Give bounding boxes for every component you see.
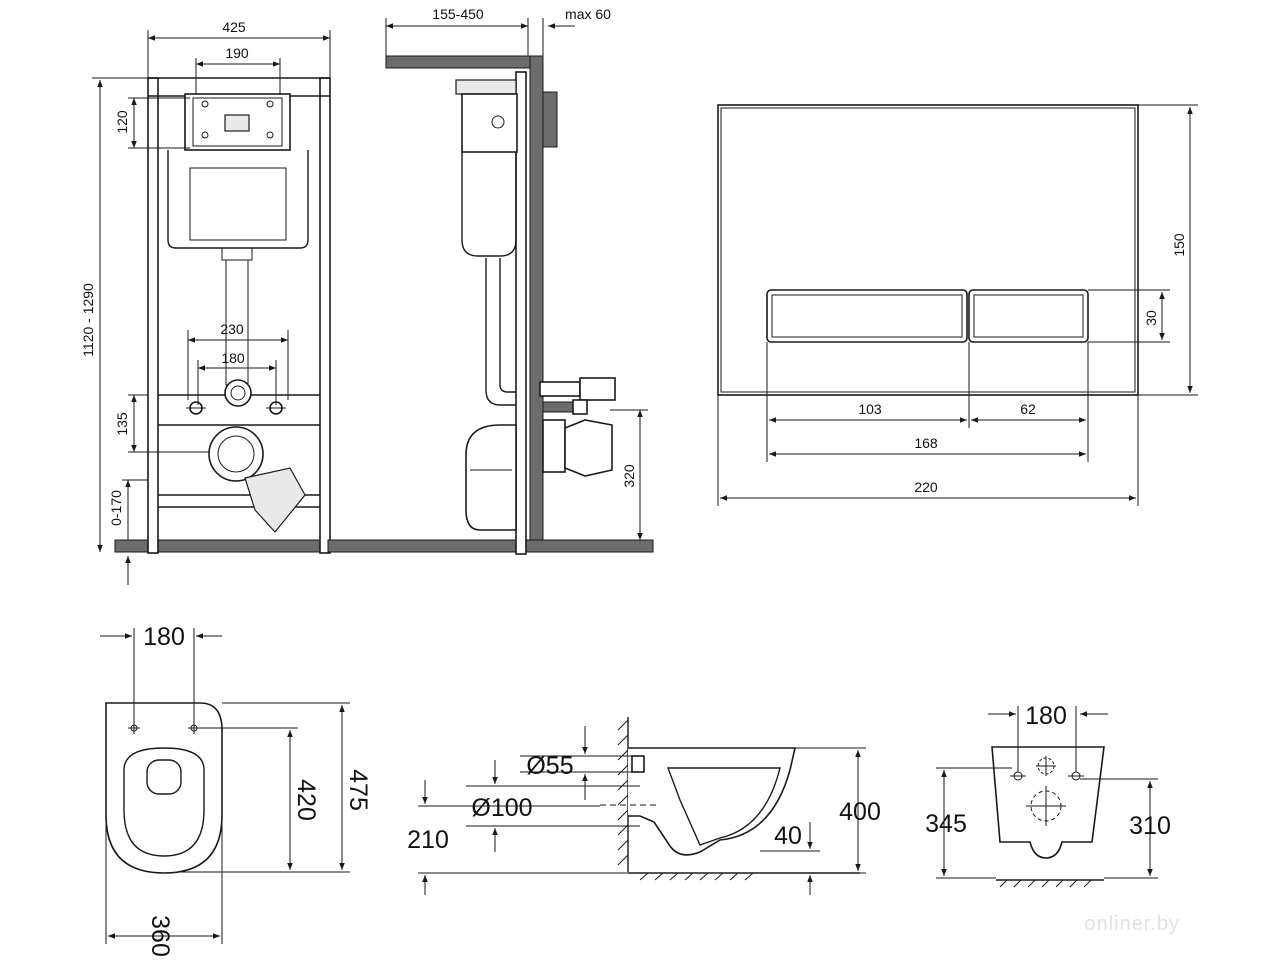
dim-button-right: 62 [1020,401,1036,417]
dim-wall-max: max 60 [565,6,611,22]
wall-top [385,55,544,69]
dim-top-span: 190 [225,45,249,61]
dim-bowl-length: 475 [344,769,372,811]
flush-button-small [968,289,1089,343]
dim-button-total: 168 [914,435,938,451]
dim-button-left: 103 [858,401,882,417]
bowl-profile [628,747,797,856]
dim-outlet: 320 [621,464,637,488]
bowl-back-view: 180 345 310 [925,702,1171,888]
dim-bowl-height: 400 [839,798,881,826]
flush-plate [717,104,1139,396]
dim-bowl-bolt-span: 180 [143,623,185,651]
dim-panel-height: 120 [114,110,130,134]
bowl-back-outline [991,746,1105,859]
watermark: onliner.by [1084,913,1180,935]
dim-total-height: 1120 - 1290 [80,283,96,357]
valve-block [461,93,518,153]
dim-bowl-inner-length: 420 [292,779,320,821]
wall [529,55,544,545]
dim-bolt-span: 180 [221,350,245,366]
dim-outlet-height: 210 [407,826,449,854]
bowl-side-view: Ø55 Ø100 210 400 40 [407,717,881,895]
dim-back-height-left: 345 [925,810,967,838]
dim-outlet-height: 135 [114,412,130,436]
dim-back-bolt-span: 180 [1025,702,1067,730]
bowl-outline [105,702,223,874]
drain-side [465,424,517,531]
dim-plate-width: 220 [914,479,938,495]
bowl-top-view: 180 420 475 360 [100,623,372,957]
dim-bowl-width: 360 [146,915,174,957]
water-outlet [224,379,252,407]
dim-button-height: 30 [1143,310,1159,326]
cistern-side [461,152,517,257]
cistern [167,150,309,249]
dim-outlet-diameter: Ø100 [471,794,532,822]
flush-button-large [766,289,968,343]
dim-wall-depth: 155-450 [432,6,484,22]
dim-frame-width: 425 [222,19,246,35]
dim-inlet-diameter: Ø55 [526,752,573,780]
dim-adjust-range: 0-170 [108,490,124,526]
frame-front-view: 425 190 120 1120 - 1290 230 180 135 0-17… [80,19,526,585]
dim-back-height-right: 310 [1129,812,1171,840]
dim-plate-height: 150 [1171,233,1187,257]
drain-bend [244,467,306,533]
frame-side-view: 155-450 max 60 320 [327,6,654,555]
dim-rim-gap: 40 [774,822,802,850]
dim-pipe-span: 230 [220,321,244,337]
flush-plate-view: 150 30 103 62 168 220 [717,104,1198,506]
sewage-outlet [208,426,264,482]
floor-slab-side [327,539,654,553]
